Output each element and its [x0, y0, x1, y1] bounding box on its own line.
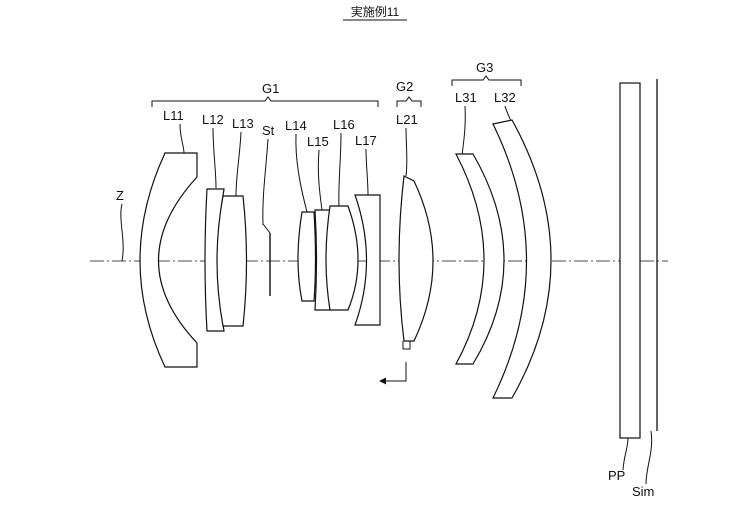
lens-L17 [354, 194, 381, 326]
lens-label-L32: L32 [494, 90, 516, 105]
leader-L11 [179, 123, 185, 154]
optical-axis-label: Z [116, 188, 124, 203]
group1-bracket [151, 96, 379, 107]
group2-bracket [396, 96, 422, 107]
lens-L32 [492, 119, 552, 399]
focus-move-arrow [380, 362, 407, 382]
arrow-head-icon [379, 377, 386, 385]
lens-L14 [297, 211, 317, 302]
group3-bracket [451, 75, 522, 86]
leader-L13 [235, 131, 242, 197]
leader-L31 [461, 105, 466, 156]
parallel-plate [619, 82, 641, 439]
image-plane-label: Sim [632, 484, 654, 499]
optical-axis-leader [120, 203, 124, 262]
leader-L17 [365, 148, 369, 196]
lens-label-L31: L31 [455, 90, 477, 105]
leader-PP [622, 437, 629, 471]
leader-L14 [295, 133, 308, 213]
lens-L31 [454, 153, 505, 365]
lens-label-L15: L15 [307, 134, 329, 149]
lens-label-L11: L11 [163, 108, 184, 123]
lens-label-L12: L12 [202, 112, 224, 127]
leader-L21 [405, 127, 408, 177]
stop-label: St [262, 123, 275, 138]
group1-label: G1 [262, 81, 279, 96]
lens-L21-mount [402, 341, 411, 350]
leader-L16 [338, 132, 342, 207]
leader-L12 [212, 127, 217, 189]
leader-stop [262, 138, 269, 226]
plate-label: PP [608, 468, 625, 483]
group3-label: G3 [476, 60, 493, 75]
lens-label-L17: L17 [355, 133, 377, 148]
lens-label-L21: L21 [396, 112, 418, 127]
stop-leader-tick [262, 223, 271, 234]
lens-label-L14: L14 [285, 118, 307, 133]
lens-L11 [139, 152, 198, 368]
lens-L16 [325, 205, 359, 311]
leader-Sim [645, 430, 653, 485]
lens-L21 [398, 175, 434, 342]
leader-L15 [317, 149, 323, 211]
figure-title: 実施例11 [351, 4, 400, 19]
lens-label-L16: L16 [333, 117, 355, 132]
lens-L13 [216, 195, 248, 327]
group2-label: G2 [396, 79, 413, 94]
lens-label-L13: L13 [232, 116, 254, 131]
